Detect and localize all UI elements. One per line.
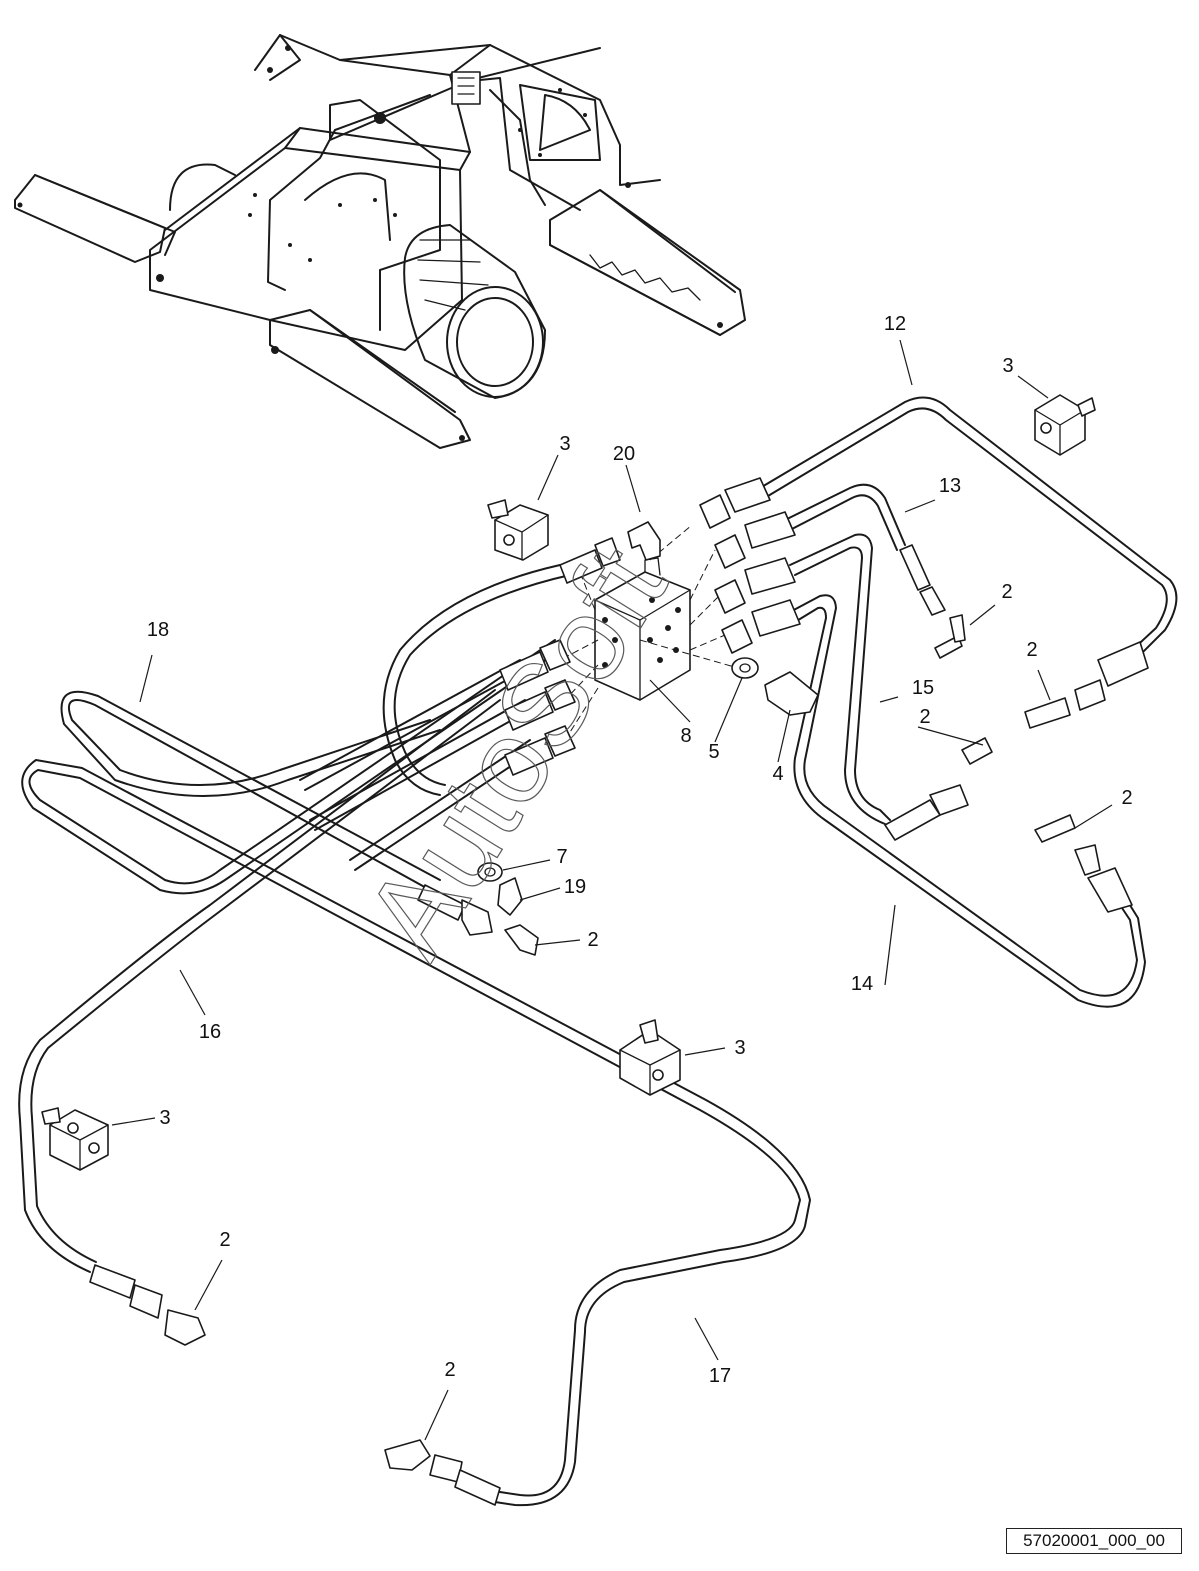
callout-8: 8 xyxy=(680,725,691,747)
leader-lines xyxy=(111,339,1113,1441)
frame-assembly xyxy=(14,34,746,449)
callout-14: 14 xyxy=(851,973,873,995)
callout-3: 3 xyxy=(734,1037,745,1059)
callout-2: 2 xyxy=(919,706,930,728)
callout-18: 18 xyxy=(147,619,169,641)
callout-19: 19 xyxy=(564,876,586,898)
hose-13 xyxy=(784,483,946,616)
callout-5: 5 xyxy=(708,741,719,763)
callout-2: 2 xyxy=(1026,639,1037,661)
callout-15: 15 xyxy=(912,677,934,699)
callout-7: 7 xyxy=(556,846,567,868)
fittings xyxy=(89,477,1149,1506)
callout-2: 2 xyxy=(587,929,598,951)
callout-16: 16 xyxy=(199,1021,221,1043)
callout-3: 3 xyxy=(159,1107,170,1129)
hose-16-17-18 xyxy=(18,564,811,1507)
callout-2: 2 xyxy=(219,1229,230,1251)
block-3-lower-left xyxy=(41,1107,109,1171)
mounting-blocks xyxy=(41,394,1096,1171)
block-3-upper-left xyxy=(487,499,549,561)
block-3-top-right xyxy=(1034,394,1096,456)
block-3-middle xyxy=(619,1019,681,1096)
drawing-reference-number: 57020001_000_00 xyxy=(1006,1528,1182,1554)
callout-13: 13 xyxy=(939,475,961,497)
callout-3: 3 xyxy=(1002,355,1013,377)
callout-3: 3 xyxy=(559,433,570,455)
callout-20: 20 xyxy=(613,443,635,465)
callout-2: 2 xyxy=(1121,787,1132,809)
callout-labels: 12 3 3 20 13 2 18 2 15 2 8 5 4 2 7 19 2 … xyxy=(147,313,1133,1387)
callout-17: 17 xyxy=(709,1365,731,1387)
hose-12 xyxy=(759,396,1178,661)
callout-4: 4 xyxy=(772,763,783,785)
callout-2: 2 xyxy=(444,1359,455,1381)
callout-2: 2 xyxy=(1001,581,1012,603)
hose-14-15 xyxy=(789,533,1146,1008)
callout-12: 12 xyxy=(884,313,906,335)
